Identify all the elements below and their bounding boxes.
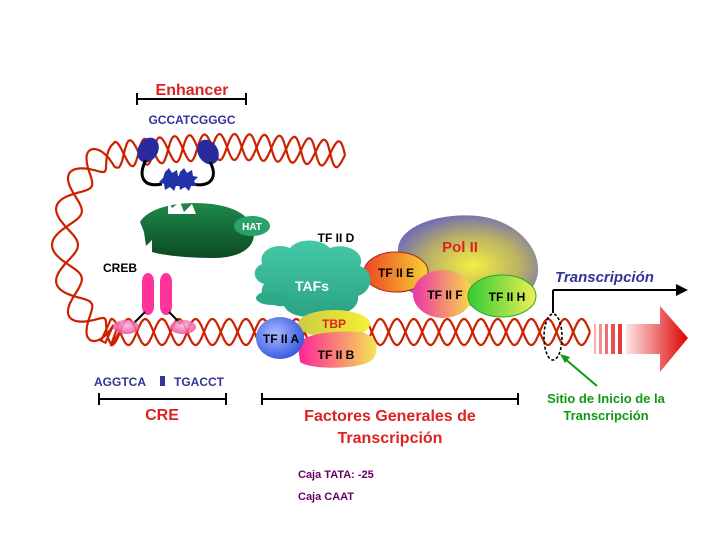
tfiia-factor <box>256 317 304 359</box>
tafs-label: TAFs <box>295 278 329 294</box>
tfiia-label: TF II A <box>263 332 300 346</box>
activator-proteins <box>137 137 219 191</box>
tfiif-factor <box>413 270 473 318</box>
cre-bracket <box>98 393 227 405</box>
cre-sequence-left: AGGTCA <box>94 375 146 389</box>
general-factors-bracket <box>261 393 519 405</box>
enhancer-label: Enhancer <box>156 82 229 99</box>
tata-box-label: Caja TATA: -25 <box>298 469 374 481</box>
tfiih-factor <box>467 274 537 318</box>
start-site-pointer <box>560 354 598 387</box>
pol-ii-label: Pol II <box>442 239 478 256</box>
general-factors-label-line2: Transcripción <box>338 430 443 447</box>
cre-sequence-right: TGACCT <box>174 375 225 389</box>
cre-label: CRE <box>145 407 179 424</box>
transcription-direction-arrow <box>552 284 688 313</box>
general-factors-label-line1: Factores Generales de <box>304 408 476 425</box>
tfiif-label: TF II F <box>427 288 462 302</box>
hat-label: HAT <box>242 222 262 233</box>
tfiid-label: TF II D <box>318 231 355 245</box>
tfiib-factor <box>298 331 377 368</box>
creb-label: CREB <box>103 261 137 275</box>
tbp-factor <box>298 310 370 338</box>
tfiih-label: TF II H <box>489 290 526 304</box>
tbp-label: TBP <box>322 317 346 331</box>
start-site-label-line2: Transcripción <box>563 408 648 423</box>
tafs-complex <box>254 240 371 317</box>
tfiie-label: TF II E <box>378 266 414 280</box>
transcript-arrow <box>594 306 688 372</box>
enhancer-sequence: GCCATCGGGC <box>148 113 235 127</box>
transcription-label: Transcripción <box>555 269 654 286</box>
creb-protein <box>113 273 196 334</box>
start-site-marker <box>543 313 563 361</box>
cre-separator-mark <box>160 376 165 386</box>
start-site-label-line1: Sitio de Inicio de la <box>547 391 666 406</box>
tfiib-label: TF II B <box>318 348 355 362</box>
hat-coactivator <box>140 200 270 258</box>
enhancer-bracket <box>136 93 247 105</box>
caat-box-label: Caja CAAT <box>298 491 354 503</box>
